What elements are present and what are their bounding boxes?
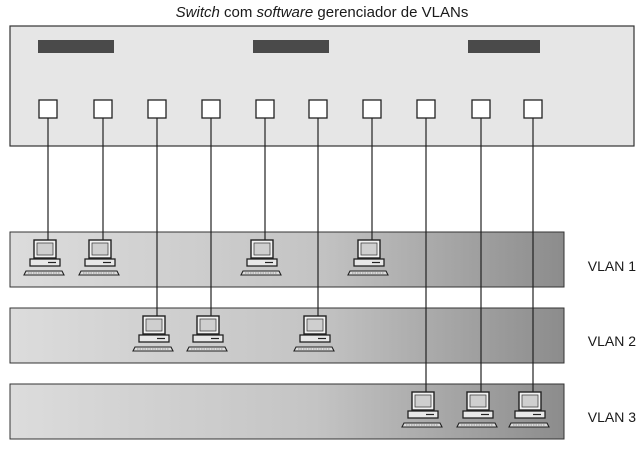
switch-port-1: [38, 99, 58, 119]
switch-port-7: [362, 99, 382, 119]
connection-lines: [47, 118, 534, 394]
switch-led-3: [468, 40, 540, 53]
switch-port-10: [523, 99, 543, 119]
switch-ports: [38, 99, 543, 119]
vlan-band-2: [9, 307, 565, 364]
switch-port-8: [416, 99, 436, 119]
switch-port-6: [308, 99, 328, 119]
vlan-3-label: VLAN 3: [587, 409, 636, 425]
vlan-2-label: VLAN 2: [587, 333, 636, 349]
diagram-title: Switch com software gerenciador de VLANs: [0, 4, 644, 21]
title-rest: gerenciador de VLANs: [313, 4, 469, 21]
title-switch-word: Switch: [175, 4, 220, 21]
switch-port-3: [147, 99, 167, 119]
switch-leds: [38, 40, 540, 53]
title-connector: com: [219, 4, 257, 21]
switch-port-9: [471, 99, 491, 119]
title-software-word: software: [256, 4, 314, 21]
switch-led-2: [253, 40, 329, 53]
switch-port-2: [93, 99, 113, 119]
switch-port-5: [255, 99, 275, 119]
switch-port-4: [201, 99, 221, 119]
vlan-1-label: VLAN 1: [587, 258, 636, 274]
switch-led-1: [38, 40, 114, 53]
